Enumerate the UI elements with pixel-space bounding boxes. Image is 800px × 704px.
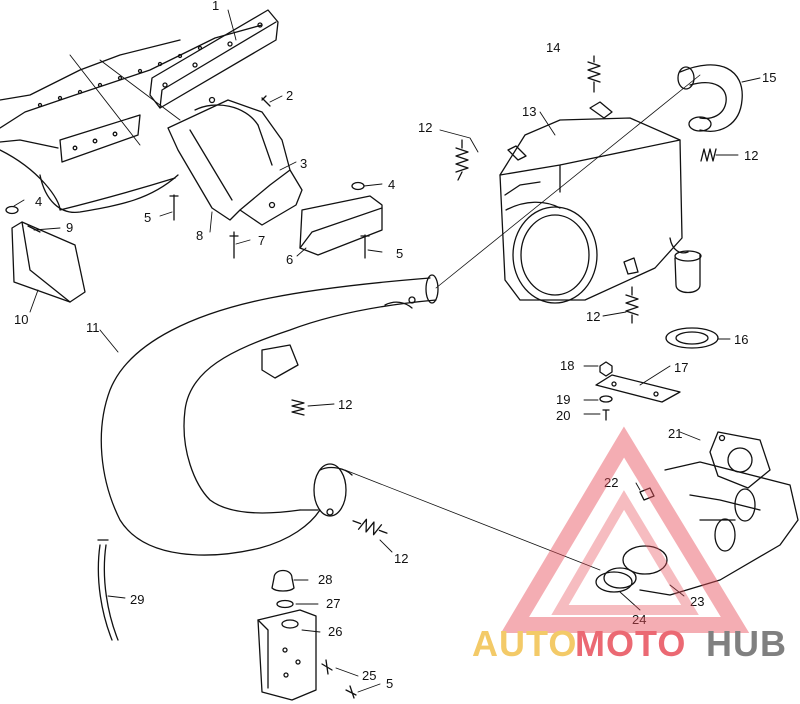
- label-part-5-b: 5: [396, 246, 403, 261]
- mount-plate-part-17: [595, 374, 681, 403]
- label-part-21: 21: [668, 426, 682, 441]
- cable: [39, 174, 179, 213]
- label-part-7: 7: [258, 233, 265, 248]
- label-part-24: 24: [632, 612, 646, 627]
- bolt-part-2: [261, 95, 271, 107]
- muffler-box-part-13: [499, 117, 702, 304]
- spring-part-12-b: [700, 148, 717, 162]
- bolt-part-7: [229, 231, 239, 259]
- bolt-part-5-a: [169, 194, 179, 221]
- label-part-22: 22: [604, 475, 618, 490]
- exhaust-bracket-part-3: [167, 96, 303, 226]
- label-part-13: 13: [522, 104, 536, 119]
- label-part-12-c: 12: [586, 309, 600, 324]
- label-part-25: 25: [362, 668, 376, 683]
- watermark-text-hub: HUB: [706, 623, 787, 664]
- label-part-5-c: 5: [386, 676, 393, 691]
- watermark-text-auto: AUTO: [472, 623, 577, 664]
- washer-part-19: [599, 395, 613, 403]
- label-part-27: 27: [326, 596, 340, 611]
- mount-bracket-part-26: [257, 609, 317, 701]
- label-part-4-b: 4: [35, 194, 42, 209]
- bolt-part-25: [321, 659, 333, 675]
- spring-part-12-e: [352, 518, 388, 536]
- watermark-triangle-outer: [500, 426, 750, 633]
- spring-part-14: [587, 55, 601, 93]
- manifold-flange-part-21: [709, 431, 771, 489]
- label-part-20: 20: [556, 408, 570, 423]
- bolt-part-5-c: [345, 685, 357, 699]
- gasket-part-16: [665, 327, 719, 349]
- label-part-11: 11: [86, 320, 100, 335]
- part-labels: 1 2 3 4 4 5 5 5 6 7 8 9 10 11 12 12 12 1…: [14, 0, 776, 691]
- spring-tab-a: [589, 101, 613, 119]
- watermark-text-moto: MOTO: [575, 623, 686, 664]
- label-part-23: 23: [690, 594, 704, 609]
- rubber-mount-part-28: [271, 569, 295, 592]
- spring-tab-c: [623, 257, 639, 275]
- bolt-part-5-b: [360, 234, 370, 259]
- label-part-28: 28: [318, 572, 332, 587]
- label-part-15: 15: [762, 70, 776, 85]
- label-part-9: 9: [66, 220, 73, 235]
- label-part-8: 8: [196, 228, 203, 243]
- side-shield-part-10: [11, 221, 86, 303]
- small-heat-shield-part-6: [299, 195, 383, 256]
- nut-part-18: [599, 361, 613, 377]
- strap-part-29: [97, 539, 119, 641]
- y-manifold-part-23: [603, 461, 799, 596]
- label-part-10: 10: [14, 312, 28, 327]
- label-part-5-a: 5: [144, 210, 151, 225]
- watermark-logo: AUTO MOTO HUB: [472, 426, 787, 664]
- bolt-part-20: [602, 409, 610, 421]
- spring-tab-b: [507, 145, 527, 161]
- elbow-pipe-part-15: [677, 64, 743, 132]
- label-part-19: 19: [556, 392, 570, 407]
- label-part-12-b: 12: [744, 148, 758, 163]
- label-part-12-e: 12: [394, 551, 408, 566]
- frame-rail: [0, 24, 263, 211]
- spring-part-12-c: [625, 286, 639, 324]
- label-part-17: 17: [674, 360, 688, 375]
- label-part-1: 1: [212, 0, 219, 13]
- label-part-14: 14: [546, 40, 560, 55]
- label-part-12-d: 12: [338, 397, 352, 412]
- label-part-29: 29: [130, 592, 144, 607]
- label-part-6: 6: [286, 252, 293, 267]
- nut-part-4-b: [5, 205, 19, 215]
- expansion-chamber-part-11: [100, 274, 439, 556]
- bolt-part-22: [639, 487, 655, 501]
- nut-part-4-a: [351, 181, 365, 191]
- label-part-4-a: 4: [388, 177, 395, 192]
- watermark-triangle-inner: [551, 490, 699, 615]
- label-part-12-a: 12: [418, 120, 432, 135]
- label-part-26: 26: [328, 624, 342, 639]
- bolt-part-9: [27, 225, 41, 233]
- spring-part-12-d: [291, 399, 305, 416]
- spring-part-12-a: [455, 139, 469, 181]
- label-part-16: 16: [734, 332, 748, 347]
- heat-shield-plate-part-1: [149, 9, 279, 109]
- leader-lines: [13, 9, 761, 693]
- gasket-part-24: [595, 571, 633, 593]
- label-part-3: 3: [300, 156, 307, 171]
- label-part-18: 18: [560, 358, 574, 373]
- label-part-2: 2: [286, 88, 293, 103]
- washer-part-27: [276, 599, 294, 609]
